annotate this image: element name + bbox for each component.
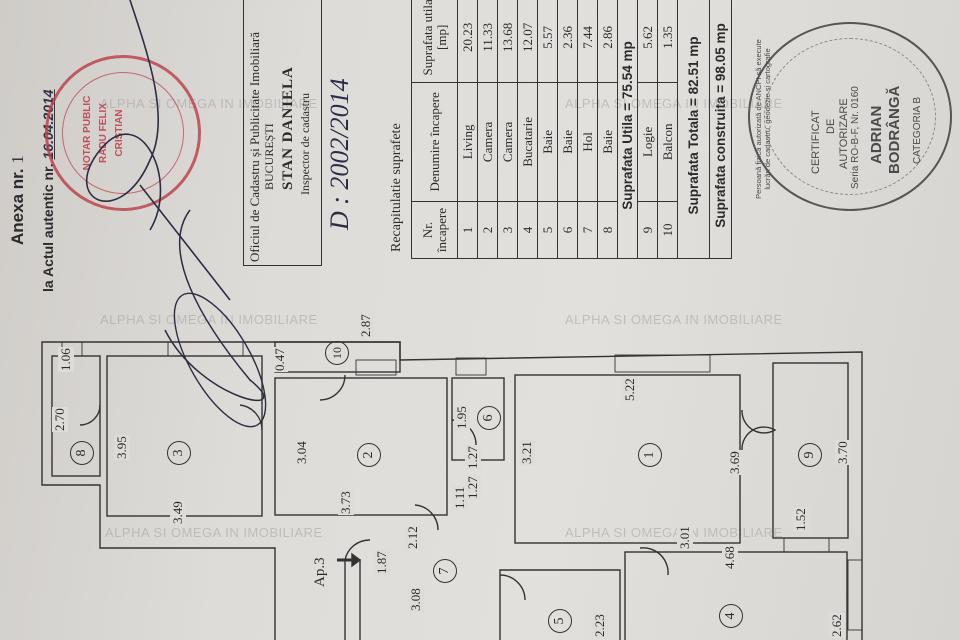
room-label-10: 10	[325, 341, 349, 365]
room-label-9: 9	[798, 443, 822, 467]
dim-label: 4.68	[722, 545, 738, 570]
entrance-wall	[344, 559, 361, 640]
dim-label: 3.04	[294, 440, 310, 465]
entrance-arrow-head	[351, 552, 362, 568]
room-3-wall	[106, 355, 263, 517]
room-label-7: 7	[433, 559, 457, 583]
dim-label: 1.87	[374, 550, 390, 575]
signature-loop	[173, 292, 267, 428]
door-arc	[499, 574, 526, 601]
dim-label: 1.11	[452, 485, 468, 510]
room-label-1: 1	[638, 443, 662, 467]
watermark: ALPHA SI OMEGA IN IMOBILIARE	[105, 525, 323, 540]
door-arc	[639, 547, 669, 576]
dim-label: 3.95	[114, 435, 130, 460]
dim-label: 1.52	[793, 507, 809, 532]
dim-label: 3.70	[835, 440, 851, 465]
dim-label: 3.21	[519, 440, 535, 465]
room-label-8: 8	[70, 441, 94, 465]
notary-stamp: NOTAR PUBLIC RADU FELIX CRISTIAN	[45, 55, 201, 211]
windows	[61, 341, 863, 631]
room-label-5: 5	[548, 609, 572, 633]
watermark: ALPHA SI OMEGA IN IMOBILIARE	[565, 96, 783, 111]
dim-label: 0.47	[272, 347, 288, 372]
cadastre-box	[243, 0, 322, 266]
door-arc	[741, 409, 777, 451]
dim-label: 2.70	[52, 407, 68, 432]
entrance-label: Ap.3	[312, 557, 328, 587]
dim-label: 1.95	[454, 405, 470, 430]
dim-label: 3.01	[677, 525, 693, 550]
door-arc	[414, 504, 439, 531]
room-2-wall	[274, 377, 448, 516]
dim-label: 2.87	[358, 313, 374, 338]
dim-label: 3.49	[170, 500, 186, 525]
outer-wall	[41, 341, 863, 640]
dim-label: 2.12	[405, 525, 421, 550]
dim-label: 3.73	[338, 490, 354, 515]
dim-label: 3.08	[408, 587, 424, 612]
dim-label: 1.27	[465, 445, 481, 470]
watermark: ALPHA SI OMEGA IN IMOBILIARE	[565, 312, 783, 327]
room-label-6: 6	[477, 406, 501, 430]
watermark: ALPHA SI OMEGA IN IMOBILIARE	[100, 312, 318, 327]
dim-label: 2.23	[592, 613, 608, 638]
door-arc	[239, 404, 263, 431]
room-label-2: 2	[357, 443, 381, 467]
door-arc	[319, 374, 346, 401]
entrance-door	[344, 539, 371, 561]
room-label-3: 3	[167, 441, 191, 465]
room-5-wall	[499, 569, 621, 640]
surveyor-stamp: Persoană fizică autorizată de ANCPI să e…	[748, 22, 952, 211]
dim-label: 3.69	[727, 450, 743, 475]
door-arc	[79, 404, 101, 426]
dim-label: 1.06	[58, 347, 74, 372]
dim-label: 5.22	[622, 377, 638, 402]
watermark: ALPHA SI OMEGA IN IMOBILIARE	[565, 525, 783, 540]
room-label-4: 4	[719, 604, 743, 628]
dim-label: 2.62	[829, 613, 845, 638]
